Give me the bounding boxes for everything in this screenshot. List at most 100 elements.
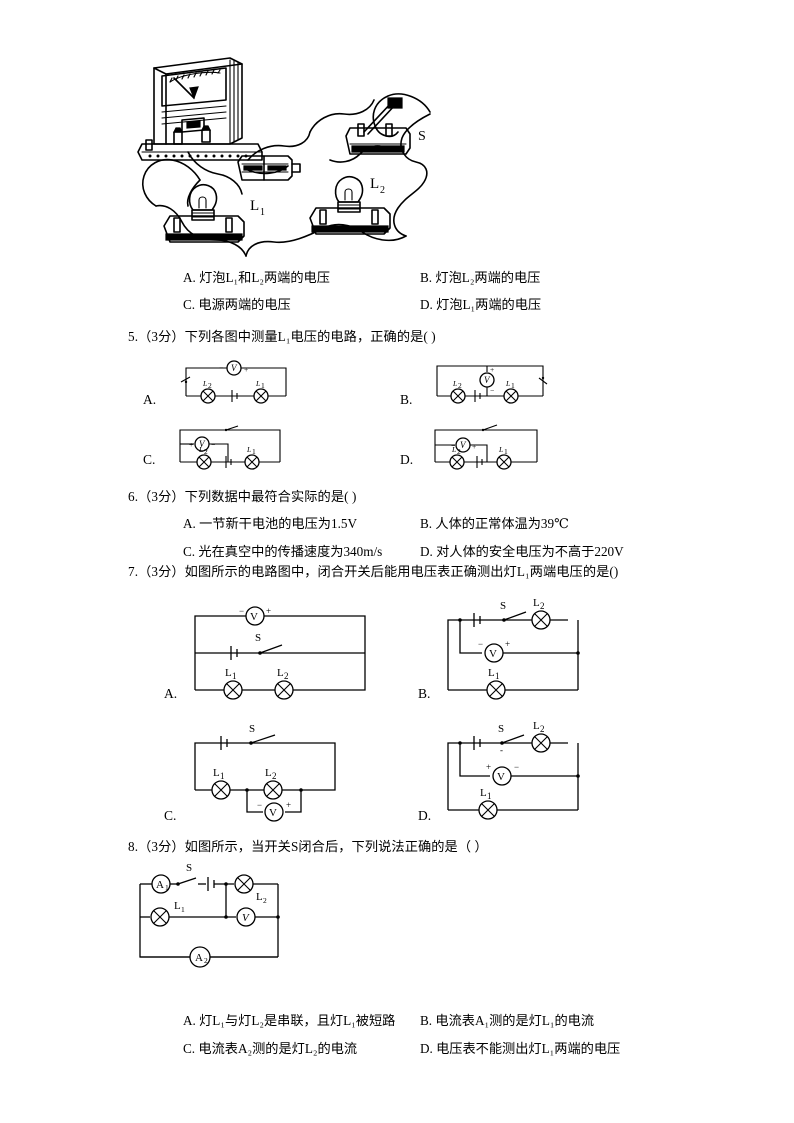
q7-score: （3分） — [138, 564, 185, 579]
svg-text:1: 1 — [232, 671, 237, 681]
q8-option-b: B. 电流表A₁测的是灯L₁的电流 — [420, 1013, 595, 1028]
q7-circuit-a: V − + S L 1 L 2 — [185, 598, 400, 700]
svg-text:−: − — [211, 440, 215, 449]
svg-text:L: L — [246, 445, 251, 454]
svg-text:2: 2 — [204, 956, 208, 965]
bulb-L1 — [163, 184, 245, 243]
svg-text:+: + — [490, 365, 494, 374]
q5-score: （3分） — [138, 329, 185, 344]
figure-label-switch: S — [418, 129, 426, 144]
svg-text:L: L — [452, 379, 457, 388]
q5-number: 5. — [128, 329, 139, 344]
svg-text:L: L — [174, 900, 181, 912]
svg-text:S: S — [255, 632, 261, 644]
svg-text:2: 2 — [540, 601, 545, 611]
q7-option-letter-c: C. — [164, 808, 177, 823]
q7-option-letter-d: D. — [418, 808, 432, 823]
svg-text:+: + — [505, 639, 510, 649]
svg-text:−: − — [451, 441, 455, 450]
q8-option-a: A. 灯L₁与灯L₂是串联，且灯L₁被短路 — [183, 1013, 396, 1028]
q8-stem: 8.（3分）如图所示，当开关S闭合后，下列说法正确的是（ ） — [128, 838, 488, 855]
q5-stem-text: 下列各图中测量L₁电压的电路，正确的是( ) — [184, 329, 436, 344]
q4-option-a: A. 灯泡L₁和L₂两端的电压 — [183, 270, 330, 285]
svg-text:V: V — [497, 771, 505, 783]
svg-text:V: V — [489, 648, 497, 660]
svg-text:1: 1 — [252, 447, 256, 456]
svg-text:1: 1 — [220, 771, 225, 781]
q6-option-c: C. 光在真空中的传播速度为340m/s — [183, 544, 383, 559]
q6-stem-text: 下列数据中最符合实际的是( ) — [184, 489, 357, 504]
svg-text:V: V — [460, 440, 467, 450]
svg-text:L: L — [256, 891, 263, 903]
svg-text:1: 1 — [261, 381, 265, 390]
svg-text:2: 2 — [540, 724, 545, 734]
svg-text:2: 2 — [457, 447, 461, 456]
svg-text:L: L — [225, 667, 232, 679]
svg-text:+: + — [189, 440, 193, 449]
svg-text:S: S — [498, 723, 504, 735]
q4-option-b: B. 灯泡L₂两端的电压 — [420, 270, 541, 285]
figure-label-L2-sub: 2 — [380, 185, 385, 196]
svg-text:−: − — [257, 800, 262, 810]
svg-text:−: − — [490, 386, 494, 395]
svg-text:+: + — [286, 800, 291, 810]
svg-text:2: 2 — [284, 671, 289, 681]
svg-text:L: L — [480, 787, 487, 799]
svg-text:+: + — [266, 606, 271, 616]
svg-text:L: L — [498, 445, 503, 454]
svg-text:V: V — [231, 363, 238, 373]
q6-option-a: A. 一节新干电池的电压为1.5V — [183, 516, 357, 531]
svg-text:-: - — [500, 745, 503, 755]
svg-text:A: A — [195, 952, 203, 964]
q7-stem: 7.（3分）如图所示的电路图中，闭合开关后能用电压表正确测出灯L₁两端电压的是(… — [128, 563, 618, 580]
svg-text:1: 1 — [504, 447, 508, 456]
q5-option-letter-a: A. — [143, 392, 157, 407]
svg-text:−: − — [219, 363, 223, 372]
figure-label-L1-sub: 1 — [260, 207, 265, 218]
svg-text:V: V — [242, 912, 250, 924]
svg-text:S: S — [249, 723, 255, 735]
q7-option-letter-a: A. — [164, 686, 178, 701]
q7-number: 7. — [128, 564, 139, 579]
svg-text:+: + — [244, 365, 248, 374]
svg-text:1: 1 — [487, 791, 492, 801]
svg-text:+: + — [486, 762, 491, 772]
bulb-L2 — [309, 176, 391, 235]
svg-text:V: V — [199, 439, 206, 449]
svg-text:L: L — [533, 597, 540, 609]
q4-option-c: C. 电源两端的电压 — [183, 297, 291, 312]
svg-text:2: 2 — [263, 896, 267, 905]
q5-circuit-a: V − + L 2 L 1 — [168, 358, 308, 410]
svg-text:2: 2 — [208, 381, 212, 390]
svg-text:L: L — [533, 720, 540, 732]
q8-score: （3分） — [138, 839, 185, 854]
svg-text:+: + — [472, 442, 476, 451]
q8-number: 8. — [128, 839, 139, 854]
svg-text:2: 2 — [458, 381, 462, 390]
q6-score: （3分） — [138, 489, 185, 504]
q8-option-c: C. 电流表A₂测的是灯L₂的电流 — [183, 1041, 358, 1056]
svg-text:V: V — [269, 807, 277, 819]
q7-circuit-d: S - L 2 V + − L 1 — [438, 718, 653, 820]
switch-component — [345, 97, 411, 155]
q5-option-letter-b: B. — [400, 392, 413, 407]
q6-option-d: D. 对人体的安全电压为不高于220V — [420, 544, 624, 559]
q5-option-letter-c: C. — [143, 452, 156, 467]
q6-number: 6. — [128, 489, 139, 504]
svg-text:L: L — [488, 667, 495, 679]
svg-text:−: − — [514, 762, 519, 772]
q5-stem: 5.（3分）下列各图中测量L₁电压的电路，正确的是( ) — [128, 328, 436, 345]
svg-text:2: 2 — [272, 771, 277, 781]
q8-stem-text: 如图所示，当开关S闭合后，下列说法正确的是（ ） — [184, 839, 488, 854]
svg-text:1: 1 — [181, 905, 185, 914]
svg-text:−: − — [239, 606, 244, 616]
svg-text:V: V — [250, 611, 258, 623]
svg-text:L: L — [265, 767, 272, 779]
q5-circuit-c: V + − L 2 L 1 — [168, 422, 308, 474]
q7-circuit-c: S L 1 L 2 V − + — [185, 718, 400, 822]
svg-text:L: L — [255, 379, 260, 388]
svg-text:V: V — [484, 375, 491, 385]
svg-text:L: L — [505, 379, 510, 388]
q7-circuit-b: S L 2 V − + L 1 — [438, 597, 653, 700]
svg-text:1: 1 — [165, 883, 169, 892]
